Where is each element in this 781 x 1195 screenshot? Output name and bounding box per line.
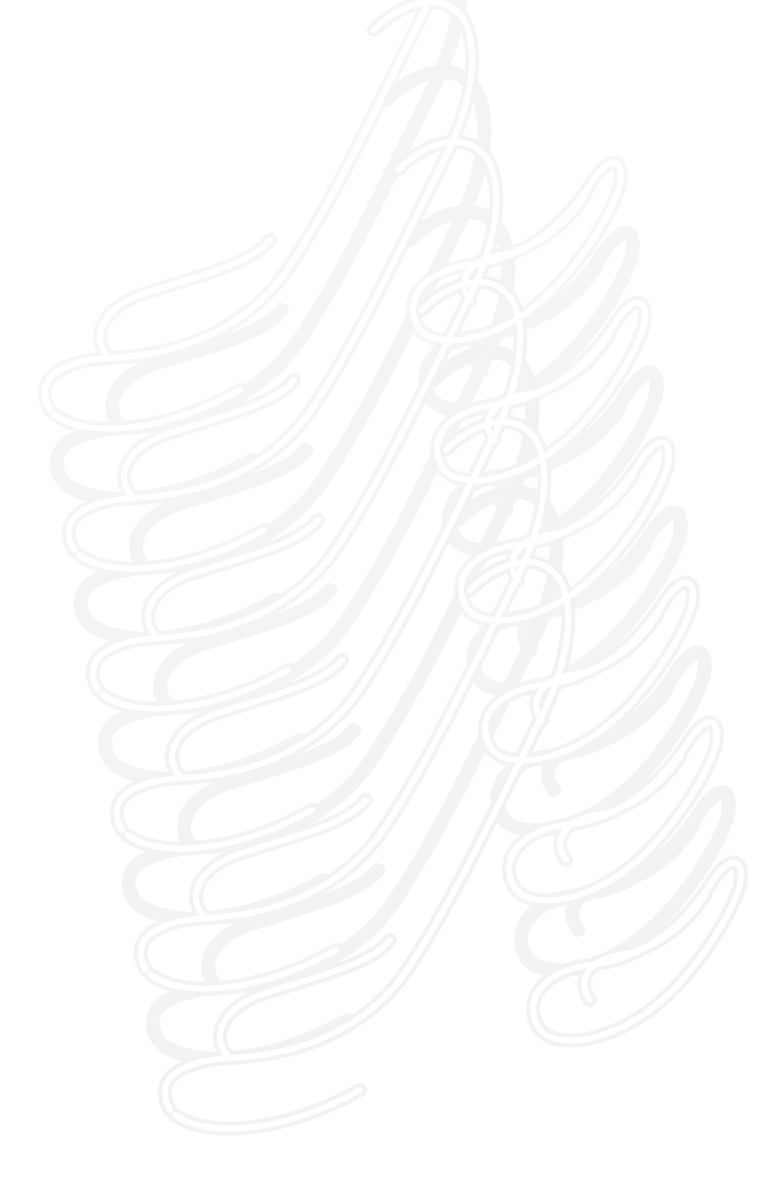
watermark-layers bbox=[45, 0, 741, 1129]
